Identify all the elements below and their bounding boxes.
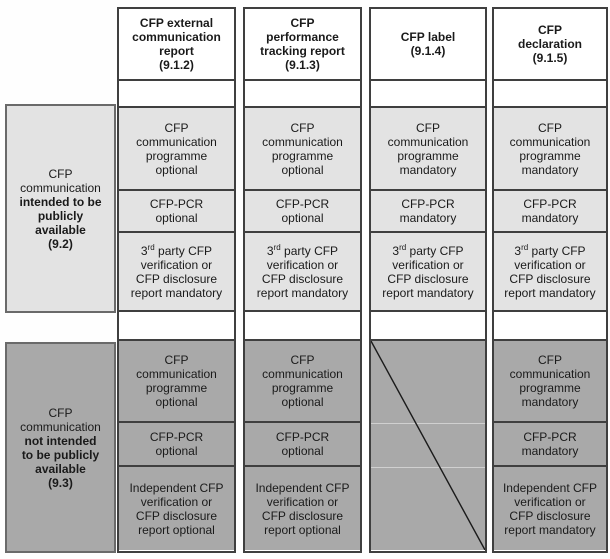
- row-group-label-normal: CFP communication: [20, 166, 101, 195]
- cell-label: CFP communication programme optional: [262, 353, 343, 409]
- ordinal-superscript: rd: [147, 242, 155, 252]
- cell-label: CFP communication programme mandatory: [509, 353, 591, 409]
- verification-text-pre: 3: [514, 243, 522, 258]
- column-header-label: CFP performance tracking report (9.1.3): [260, 16, 345, 72]
- cell-label: CFP communication programme mandatory: [509, 120, 591, 177]
- verification-text-post: party CFP verification or CFP disclosure…: [256, 243, 349, 300]
- cell-private-communication-programme: CFP communication programme optional: [119, 339, 234, 421]
- verification-text-post: party CFP verification or CFP disclosure…: [382, 243, 474, 300]
- cell-label: CFP communication programme optional: [136, 120, 217, 177]
- cell-label: CFP communication programme optional: [262, 120, 343, 177]
- column-cfp-performance-tracking-report: CFP performance tracking report (9.1.3) …: [243, 7, 362, 553]
- faint-divider-line: [371, 467, 485, 468]
- row-group-label-normal: CFP communication: [20, 405, 101, 434]
- cell-label: 3rd party CFP verification or CFP disclo…: [130, 242, 223, 300]
- cell-label: CFP communication programme mandatory: [387, 120, 469, 177]
- cell-public-cfp-pcr: CFP-PCR optional: [245, 189, 360, 231]
- column-header: CFP external communication report (9.1.2…: [119, 9, 234, 81]
- cell-label: Independent CFP verification or CFP disc…: [255, 480, 350, 537]
- row-group-publicly-available: CFP communication intended to be publicl…: [5, 104, 116, 313]
- cell-label: CFP-PCR mandatory: [521, 197, 579, 225]
- column-cfp-external-communication-report: CFP external communication report (9.1.2…: [117, 7, 236, 553]
- column-header: CFP label (9.1.4): [371, 9, 485, 81]
- cell-label: CFP-PCR mandatory: [399, 197, 457, 225]
- row-group-not-publicly-available: CFP communication not intended to be pub…: [5, 342, 116, 553]
- cell-label: CFP-PCR optional: [149, 197, 204, 225]
- cell-private-verification: Independent CFP verification or CFP disc…: [494, 465, 606, 550]
- column-header-label: CFP declaration (9.1.5): [517, 23, 583, 65]
- cell-private-verification: Independent CFP verification or CFP disc…: [245, 465, 360, 550]
- cell-label: 3rd party CFP verification or CFP disclo…: [256, 242, 349, 300]
- cell-private-cfp-pcr: CFP-PCR mandatory: [494, 421, 606, 465]
- cell-public-communication-programme: CFP communication programme mandatory: [371, 106, 485, 189]
- verification-text-post: party CFP verification or CFP disclosure…: [504, 243, 596, 300]
- cell-label: CFP-PCR mandatory: [521, 430, 579, 458]
- spacer: [371, 81, 485, 106]
- ordinal-superscript: rd: [273, 242, 281, 252]
- spacer: [119, 81, 234, 106]
- cell-label: 3rd party CFP verification or CFP disclo…: [504, 242, 596, 300]
- cell-private-cfp-pcr: CFP-PCR optional: [245, 421, 360, 465]
- cell-private-communication-programme: CFP communication programme mandatory: [494, 339, 606, 421]
- row-group-publicly-available-label: CFP communication intended to be publicl…: [20, 167, 102, 251]
- cell-public-verification: 3rd party CFP verification or CFP disclo…: [245, 231, 360, 312]
- cell-public-cfp-pcr: CFP-PCR mandatory: [494, 189, 606, 231]
- cell-label: CFP-PCR optional: [275, 430, 330, 458]
- column-cfp-declaration: CFP declaration (9.1.5) CFP communicatio…: [492, 7, 608, 553]
- spacer: [494, 81, 606, 106]
- faint-divider-line: [371, 423, 485, 424]
- spacer: [371, 312, 485, 339]
- cell-public-verification: 3rd party CFP verification or CFP disclo…: [119, 231, 234, 312]
- cell-label: CFP-PCR optional: [275, 197, 330, 225]
- row-group-label-bold: intended to be publicly available (9.2): [19, 194, 102, 251]
- verification-text-pre: 3: [266, 243, 274, 258]
- cell-label: CFP-PCR optional: [149, 430, 204, 458]
- verification-text-post: party CFP verification or CFP disclosure…: [130, 243, 223, 300]
- cell-private-cfp-pcr: CFP-PCR optional: [119, 421, 234, 465]
- cell-private-communication-programme: CFP communication programme optional: [245, 339, 360, 421]
- cell-public-verification: 3rd party CFP verification or CFP disclo…: [494, 231, 606, 312]
- verification-text-pre: 3: [392, 243, 400, 258]
- ordinal-superscript: rd: [399, 242, 407, 252]
- ordinal-superscript: rd: [521, 242, 529, 252]
- spacer: [245, 81, 360, 106]
- cell-label: CFP communication programme optional: [136, 353, 217, 409]
- diagonal-strikethrough-icon: [371, 341, 485, 550]
- cell-public-cfp-pcr: CFP-PCR mandatory: [371, 189, 485, 231]
- column-header-label: CFP external communication report (9.1.2…: [132, 16, 221, 72]
- column-header-label: CFP label (9.1.4): [400, 30, 456, 58]
- spacer: [119, 312, 234, 339]
- row-group-not-publicly-available-label: CFP communication not intended to be pub…: [20, 406, 101, 490]
- cell-public-communication-programme: CFP communication programme optional: [119, 106, 234, 189]
- cell-public-cfp-pcr: CFP-PCR optional: [119, 189, 234, 231]
- column-header: CFP declaration (9.1.5): [494, 9, 606, 81]
- cell-public-communication-programme: CFP communication programme mandatory: [494, 106, 606, 189]
- verification-text-pre: 3: [140, 243, 148, 258]
- cell-label: Independent CFP verification or CFP disc…: [129, 480, 224, 537]
- cell-private-verification: Independent CFP verification or CFP disc…: [119, 465, 234, 550]
- column-cfp-label: CFP label (9.1.4) CFP communication prog…: [369, 7, 487, 553]
- spacer: [494, 312, 606, 339]
- cell-label: 3rd party CFP verification or CFP disclo…: [382, 242, 474, 300]
- cell-public-communication-programme: CFP communication programme optional: [245, 106, 360, 189]
- column-header: CFP performance tracking report (9.1.3): [245, 9, 360, 81]
- cell-private-not-applicable: [371, 339, 485, 550]
- cell-label: Independent CFP verification or CFP disc…: [502, 480, 598, 537]
- cell-public-verification: 3rd party CFP verification or CFP disclo…: [371, 231, 485, 312]
- spacer: [245, 312, 360, 339]
- row-group-label-bold: not intended to be publicly available (9…: [21, 433, 100, 490]
